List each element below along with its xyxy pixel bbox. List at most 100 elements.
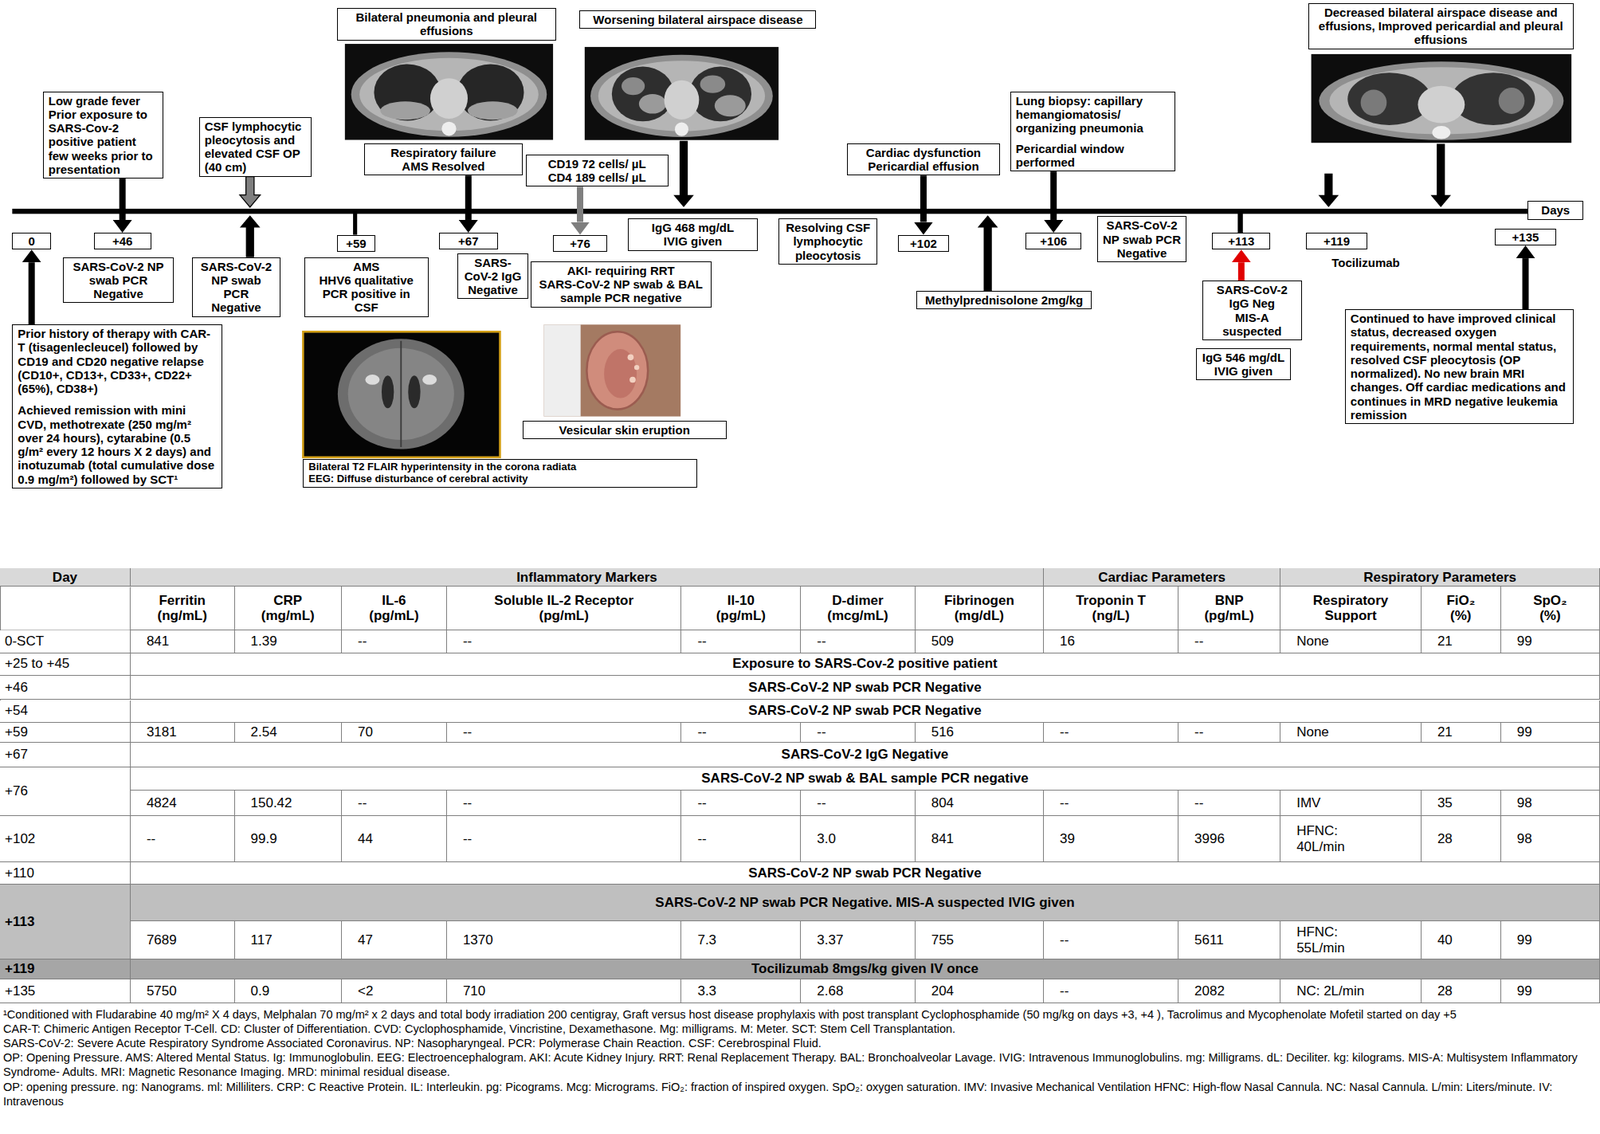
- table-text: 1.39: [250, 633, 278, 650]
- table-cell: SARS-CoV-2 IgG Negative: [130, 742, 1600, 768]
- arrow-connector: [576, 186, 584, 222]
- image-title: Worsening bilateral airspace disease: [579, 10, 816, 29]
- table-text: 4824: [146, 795, 177, 812]
- skin-photo: [627, 353, 635, 361]
- table-cell: HFNC: 40L/min: [1280, 815, 1422, 863]
- table-cell: 47: [341, 921, 448, 959]
- box-text: CSF lymphocytic pleocytosis and elevated…: [204, 119, 306, 175]
- table-text: SARS-CoV-2 IgG Negative: [781, 746, 950, 763]
- table-cell: SARS-CoV-2 NP swab PCR Negative. MIS-A s…: [130, 884, 1600, 922]
- box-text: AMS: [309, 259, 424, 274]
- table-text: Respiratory Parameters: [1363, 569, 1517, 586]
- arrow-connector: [465, 175, 472, 220]
- box-text: Resolving CSF lymphocytic pleocytosis: [784, 220, 872, 263]
- table-text: 99: [1517, 633, 1533, 650]
- box-text: Worsening bilateral airspace disease: [584, 12, 811, 27]
- table-cell: --: [447, 790, 683, 816]
- timeline-arrow: [977, 215, 999, 291]
- table-cell: +110: [0, 862, 131, 885]
- box-text: AKI- requiring RRT: [536, 263, 706, 278]
- table-cell: SARS-CoV-2 NP swab PCR Negative: [130, 862, 1600, 885]
- table-cell: +102: [0, 815, 131, 863]
- table-cell: 3.37: [800, 921, 915, 959]
- box-text: Decreased bilateral airspace disease and…: [1313, 5, 1569, 48]
- box-text: Achieved remission with mini CVD, methot…: [17, 403, 217, 487]
- finding-box: SARS-CoV-2 IgG Negative: [457, 253, 530, 300]
- table-text: 21: [1437, 724, 1453, 741]
- table-cell: 841: [130, 630, 236, 653]
- table-cell: 710: [447, 979, 683, 1003]
- table-text: IMV: [1296, 795, 1321, 812]
- table-cell: 516: [915, 722, 1044, 744]
- box-text: SARS-CoV-2 NP swab PCR Negative: [68, 259, 168, 302]
- table-text: --: [357, 633, 367, 650]
- day-marker: +119: [1305, 232, 1368, 250]
- table-cell: +113: [0, 884, 131, 959]
- box-text: Respiratory failure: [369, 145, 517, 160]
- table-text: --: [462, 633, 472, 650]
- table-text: +59: [4, 724, 28, 741]
- table-cell: 40: [1421, 921, 1502, 959]
- box-text: Continued to have improved clinical stat…: [1350, 311, 1569, 422]
- table-cell: 0.9: [235, 979, 342, 1003]
- ct-image: [345, 43, 553, 140]
- table-cell: Day: [0, 568, 131, 587]
- mri-image: [302, 331, 500, 458]
- box-text: Vesicular skin eruption: [528, 423, 722, 437]
- table-cell: SARS-CoV-2 NP swab & BAL sample PCR nega…: [130, 767, 1600, 791]
- table-cell: --: [447, 815, 683, 863]
- table-text: HFNC: 55L/min: [1296, 924, 1353, 956]
- day-marker: +113: [1211, 232, 1271, 250]
- arrow-connector: [1238, 262, 1245, 281]
- ct-image: [598, 60, 765, 132]
- table-cell: --: [800, 630, 915, 653]
- table-cell: 150.42: [235, 790, 342, 816]
- table-cell: --: [800, 790, 915, 816]
- footnote-text: ¹Conditioned with Fludarabine 40 mg/m² X…: [3, 1007, 1596, 1022]
- table-text: 70: [357, 724, 373, 741]
- ct-image: [1318, 61, 1564, 140]
- box-text: Days: [1533, 203, 1578, 217]
- box-text: IVIG given: [1201, 364, 1286, 378]
- table-cell: 1.39: [235, 630, 342, 653]
- table-text: SARS-CoV-2 NP swab PCR Negative: [748, 679, 982, 696]
- table-cell: SpO₂ (%): [1501, 586, 1600, 631]
- event-box: Respiratory failureAMS Resolved: [364, 143, 522, 177]
- table-cell: 35: [1421, 790, 1502, 816]
- table-text: 0-SCT: [4, 633, 44, 650]
- table-text: Respiratory Support: [1302, 592, 1399, 624]
- event-box: CSF lymphocytic pleocytosis and elevated…: [199, 117, 312, 177]
- footnote-text: OP: Opening Pressure. AMS: Altered Menta…: [3, 1050, 1596, 1079]
- mri-image: [407, 375, 420, 408]
- table-text: --: [697, 831, 706, 848]
- ct-image: [467, 101, 518, 120]
- table-cell: 99: [1501, 722, 1600, 744]
- table-text: +54: [4, 702, 28, 719]
- table-cell: --: [1178, 722, 1281, 744]
- table-cell: --: [447, 722, 683, 744]
- table-text: 28: [1437, 983, 1453, 1000]
- finding-box: SARS-CoV-2 NP swab PCR Negative: [192, 257, 281, 318]
- table-cell: 3996: [1178, 815, 1281, 863]
- event-box: Cardiac dysfunctionPericardial effusion: [847, 143, 1000, 177]
- table-cell: 28: [1421, 979, 1502, 1003]
- timeline-arrow: [1430, 144, 1451, 208]
- table-cell: +46: [0, 675, 131, 701]
- finding-box: SARS-CoV-2 NP swab PCR Negative: [62, 257, 173, 304]
- ct-image: [351, 51, 548, 138]
- axis-label: Days: [1527, 200, 1584, 220]
- timeline-arrow: [1318, 173, 1340, 208]
- box-text: +76: [556, 236, 604, 251]
- table-cell: Cardiac Parameters: [1043, 568, 1281, 587]
- skin-photo: [586, 331, 648, 409]
- lab-box: CD19 72 cells/ µLCD4 189 cells/ µL: [525, 154, 669, 188]
- history-box: Prior history of therapy with CAR-T (tis…: [11, 324, 223, 489]
- box-text: Methylprednisolone 2mg/kg: [921, 293, 1087, 307]
- box-text: Bilateral pneumonia and pleural effusion…: [342, 10, 551, 39]
- table-cell: Fibrinogen (mg/dL): [915, 586, 1044, 631]
- skin-photo: [544, 324, 682, 416]
- table-text: 98: [1517, 795, 1533, 812]
- table-text: 117: [250, 932, 273, 949]
- box-text: CD19 72 cells/ µL: [531, 156, 663, 171]
- table-cell: 804: [915, 790, 1044, 816]
